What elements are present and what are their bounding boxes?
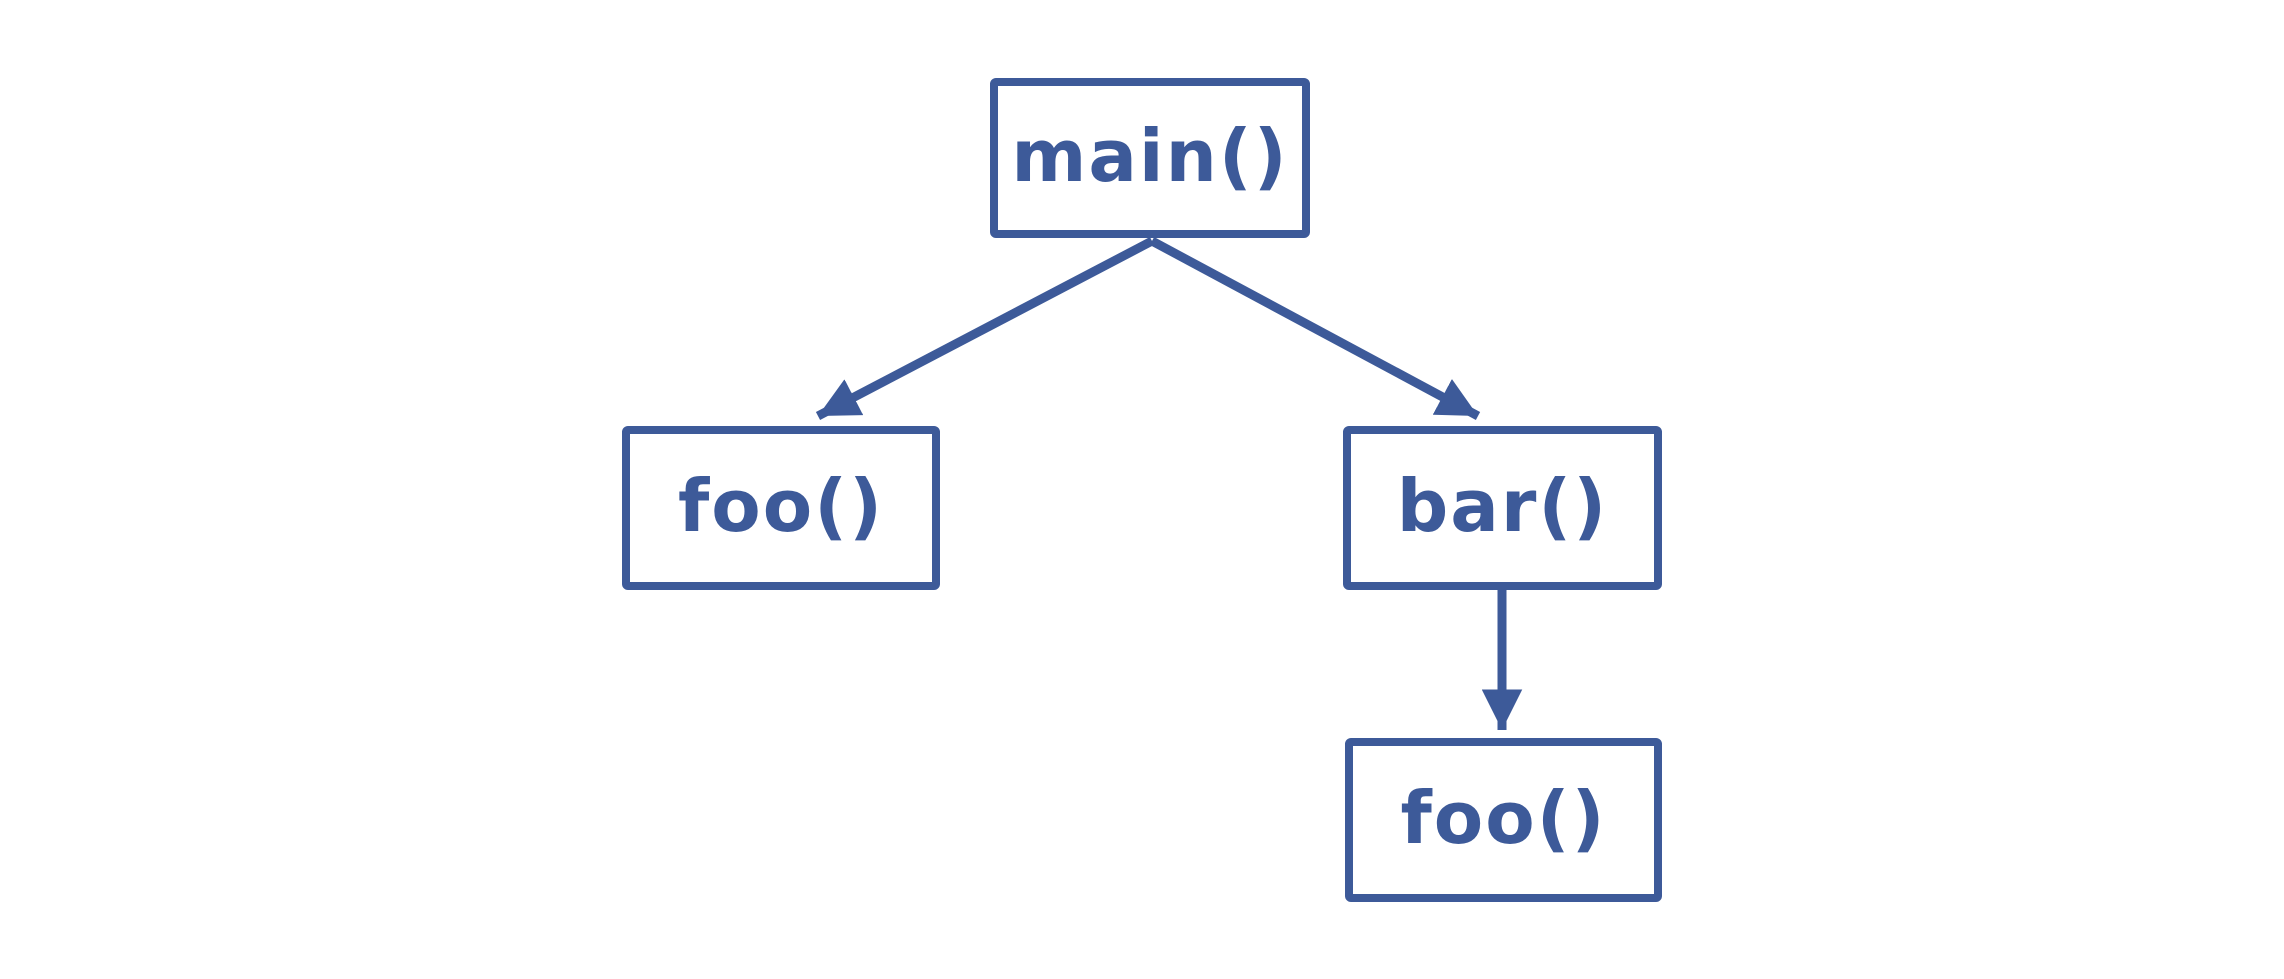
node-bar-label: bar()	[1396, 464, 1609, 548]
node-main: main()	[990, 78, 1310, 238]
node-foo-left: foo()	[622, 426, 940, 590]
node-bar: bar()	[1343, 426, 1662, 590]
arrow-main-to-bar	[1149, 237, 1481, 420]
node-foo-bottom: foo()	[1345, 738, 1662, 902]
node-main-label: main()	[1011, 114, 1289, 198]
arrow-main-to-foo-left	[815, 237, 1155, 420]
node-foo-left-label: foo()	[677, 464, 885, 548]
node-foo-bottom-label: foo()	[1400, 776, 1607, 860]
